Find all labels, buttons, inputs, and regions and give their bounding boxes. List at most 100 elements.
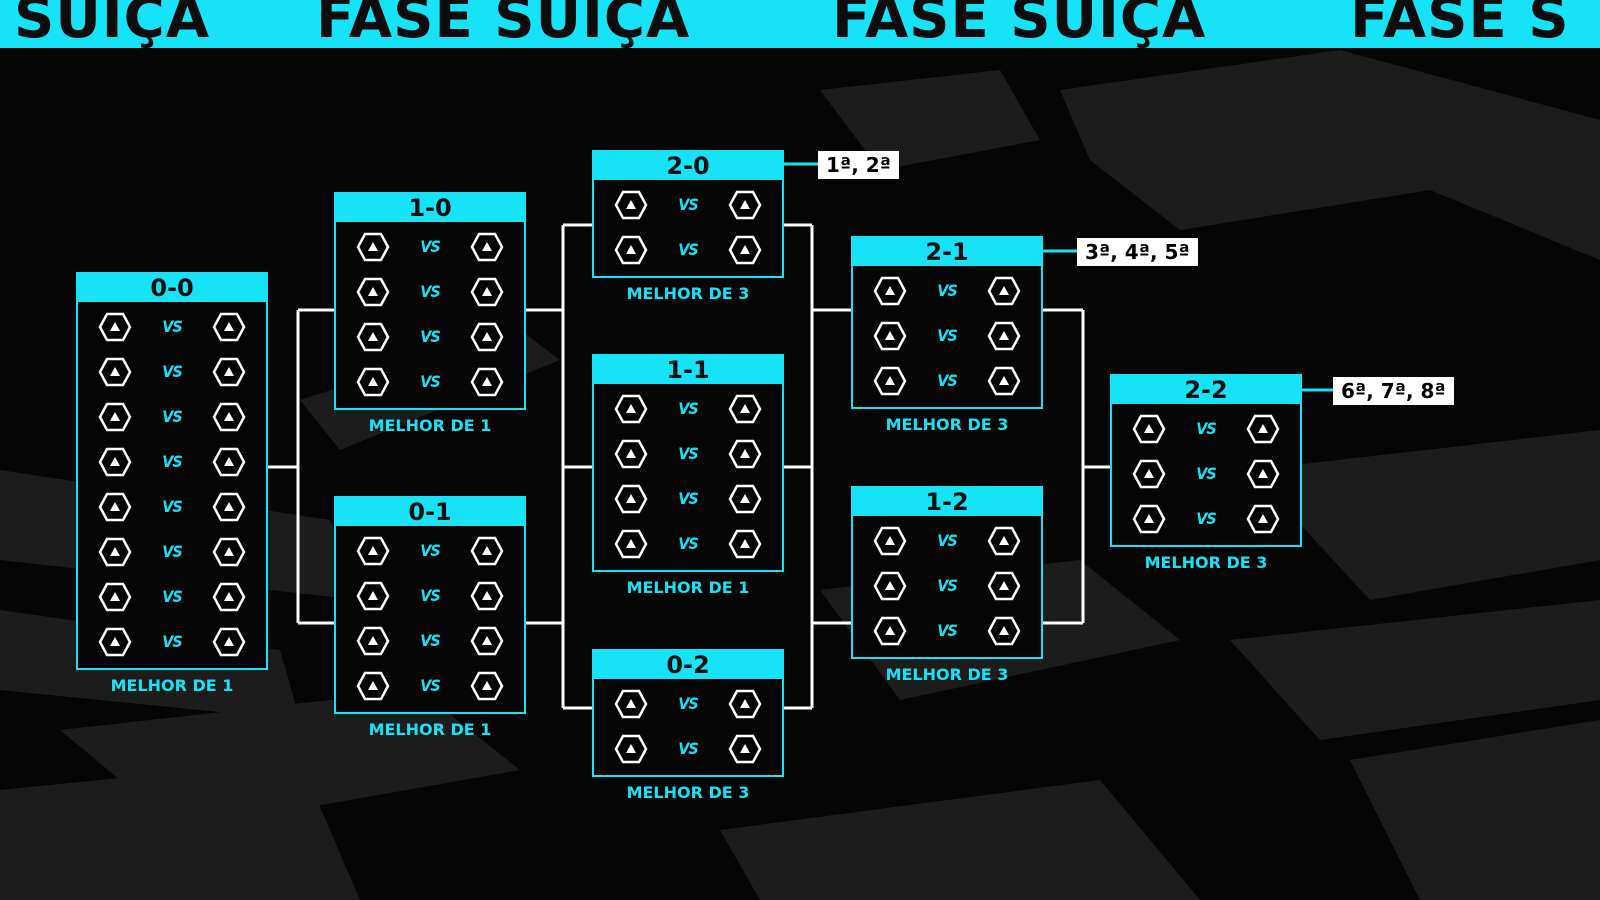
match-row: VS xyxy=(853,518,1041,563)
team-slot-right-hexagon-icon xyxy=(987,571,1021,600)
round-record-header: 1-2 xyxy=(853,488,1041,516)
match-row: VS xyxy=(336,528,524,573)
match-list: VS VS VS xyxy=(853,266,1041,403)
match-row: VS xyxy=(336,314,524,359)
team-slot-left-hexagon-icon xyxy=(614,734,648,763)
vs-label: VS xyxy=(420,631,440,650)
team-slot-left-hexagon-icon xyxy=(873,366,907,395)
team-slot-left-hexagon-icon xyxy=(614,484,648,513)
team-slot-right-hexagon-icon xyxy=(987,276,1021,305)
match-row: VS xyxy=(594,521,782,566)
team-slot-left-hexagon-icon xyxy=(356,277,390,306)
team-slot-right-hexagon-icon xyxy=(1246,414,1280,443)
vs-label: VS xyxy=(937,621,957,640)
placement-tag-2-0: 1ª, 2ª xyxy=(818,151,899,179)
team-slot-right-hexagon-icon xyxy=(470,581,504,610)
banner-text-2: FASE SUIÇA xyxy=(316,0,691,48)
team-slot-right-hexagon-icon xyxy=(470,277,504,306)
match-row: VS xyxy=(853,358,1041,403)
match-row: VS xyxy=(336,663,524,708)
round-format-label: MELHOR DE 1 xyxy=(110,676,234,695)
team-slot-right-hexagon-icon xyxy=(470,626,504,655)
team-slot-right-hexagon-icon xyxy=(212,627,246,656)
vs-label: VS xyxy=(937,281,957,300)
match-row: VS xyxy=(336,618,524,663)
team-slot-left-hexagon-icon xyxy=(356,671,390,700)
team-slot-right-hexagon-icon xyxy=(470,536,504,565)
vs-label: VS xyxy=(420,586,440,605)
team-slot-left-hexagon-icon xyxy=(873,276,907,305)
match-row: VS xyxy=(78,394,266,439)
match-row: VS xyxy=(1112,451,1300,496)
team-slot-right-hexagon-icon xyxy=(470,367,504,396)
team-slot-right-hexagon-icon xyxy=(212,312,246,341)
vs-label: VS xyxy=(678,444,698,463)
team-slot-right-hexagon-icon xyxy=(212,537,246,566)
vs-label: VS xyxy=(162,317,182,336)
vs-label: VS xyxy=(420,237,440,256)
vs-label: VS xyxy=(678,739,698,758)
team-slot-left-hexagon-icon xyxy=(614,235,648,264)
team-slot-right-hexagon-icon xyxy=(987,526,1021,555)
team-slot-right-hexagon-icon xyxy=(470,322,504,351)
team-slot-left-hexagon-icon xyxy=(356,581,390,610)
match-row: VS xyxy=(1112,406,1300,451)
vs-label: VS xyxy=(162,362,182,381)
team-slot-left-hexagon-icon xyxy=(98,627,132,656)
team-slot-left-hexagon-icon xyxy=(873,616,907,645)
match-row: VS xyxy=(594,726,782,771)
team-slot-right-hexagon-icon xyxy=(728,439,762,468)
vs-label: VS xyxy=(937,326,957,345)
round-format-label: MELHOR DE 1 xyxy=(368,416,492,435)
vs-label: VS xyxy=(162,632,182,651)
match-row: VS xyxy=(78,349,266,394)
round-format-label: MELHOR DE 1 xyxy=(368,720,492,739)
team-slot-left-hexagon-icon xyxy=(614,689,648,718)
placement-tag-2-2: 6ª, 7ª, 8ª xyxy=(1333,377,1454,405)
vs-label: VS xyxy=(162,452,182,471)
team-slot-left-hexagon-icon xyxy=(614,394,648,423)
vs-label: VS xyxy=(1196,509,1216,528)
vs-label: VS xyxy=(937,531,957,550)
team-slot-left-hexagon-icon xyxy=(873,571,907,600)
round-record-header: 0-1 xyxy=(336,498,524,526)
match-row: VS xyxy=(594,386,782,431)
vs-label: VS xyxy=(420,541,440,560)
match-row: VS xyxy=(594,227,782,272)
team-slot-left-hexagon-icon xyxy=(98,357,132,386)
vs-label: VS xyxy=(162,542,182,561)
team-slot-right-hexagon-icon xyxy=(212,402,246,431)
team-slot-left-hexagon-icon xyxy=(98,492,132,521)
vs-label: VS xyxy=(162,497,182,516)
banner-text-4: FASE S xyxy=(1350,0,1570,48)
team-slot-right-hexagon-icon xyxy=(1246,504,1280,533)
round-format-label: MELHOR DE 3 xyxy=(626,284,750,303)
round-record-header: 2-2 xyxy=(1112,376,1300,404)
team-slot-left-hexagon-icon xyxy=(1132,459,1166,488)
round-record-header: 0-2 xyxy=(594,651,782,679)
team-slot-left-hexagon-icon xyxy=(356,232,390,261)
round-record-header: 0-0 xyxy=(78,274,266,302)
vs-label: VS xyxy=(678,694,698,713)
banner-text-1: SUIÇA xyxy=(14,0,211,48)
vs-label: VS xyxy=(678,399,698,418)
vs-label: VS xyxy=(937,371,957,390)
match-row: VS xyxy=(78,439,266,484)
team-slot-right-hexagon-icon xyxy=(212,582,246,611)
team-slot-left-hexagon-icon xyxy=(98,402,132,431)
team-slot-right-hexagon-icon xyxy=(987,616,1021,645)
team-slot-left-hexagon-icon xyxy=(873,526,907,555)
match-row: VS xyxy=(336,573,524,618)
match-row: VS xyxy=(594,476,782,521)
team-slot-right-hexagon-icon xyxy=(728,394,762,423)
team-slot-left-hexagon-icon xyxy=(614,439,648,468)
